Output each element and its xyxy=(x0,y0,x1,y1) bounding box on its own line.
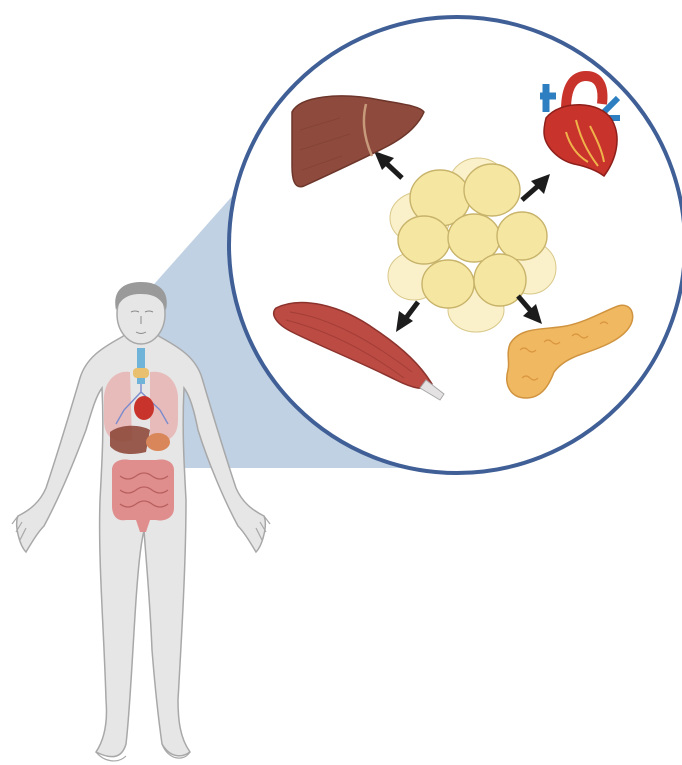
fat-cell xyxy=(464,164,520,216)
thyroid xyxy=(133,368,149,378)
fat-cell xyxy=(497,212,547,260)
body-heart xyxy=(134,396,154,420)
fat-cell xyxy=(422,260,474,308)
body-liver xyxy=(110,426,150,454)
fat-cell xyxy=(398,216,450,264)
trachea xyxy=(137,348,145,384)
body-stomach xyxy=(146,433,170,451)
